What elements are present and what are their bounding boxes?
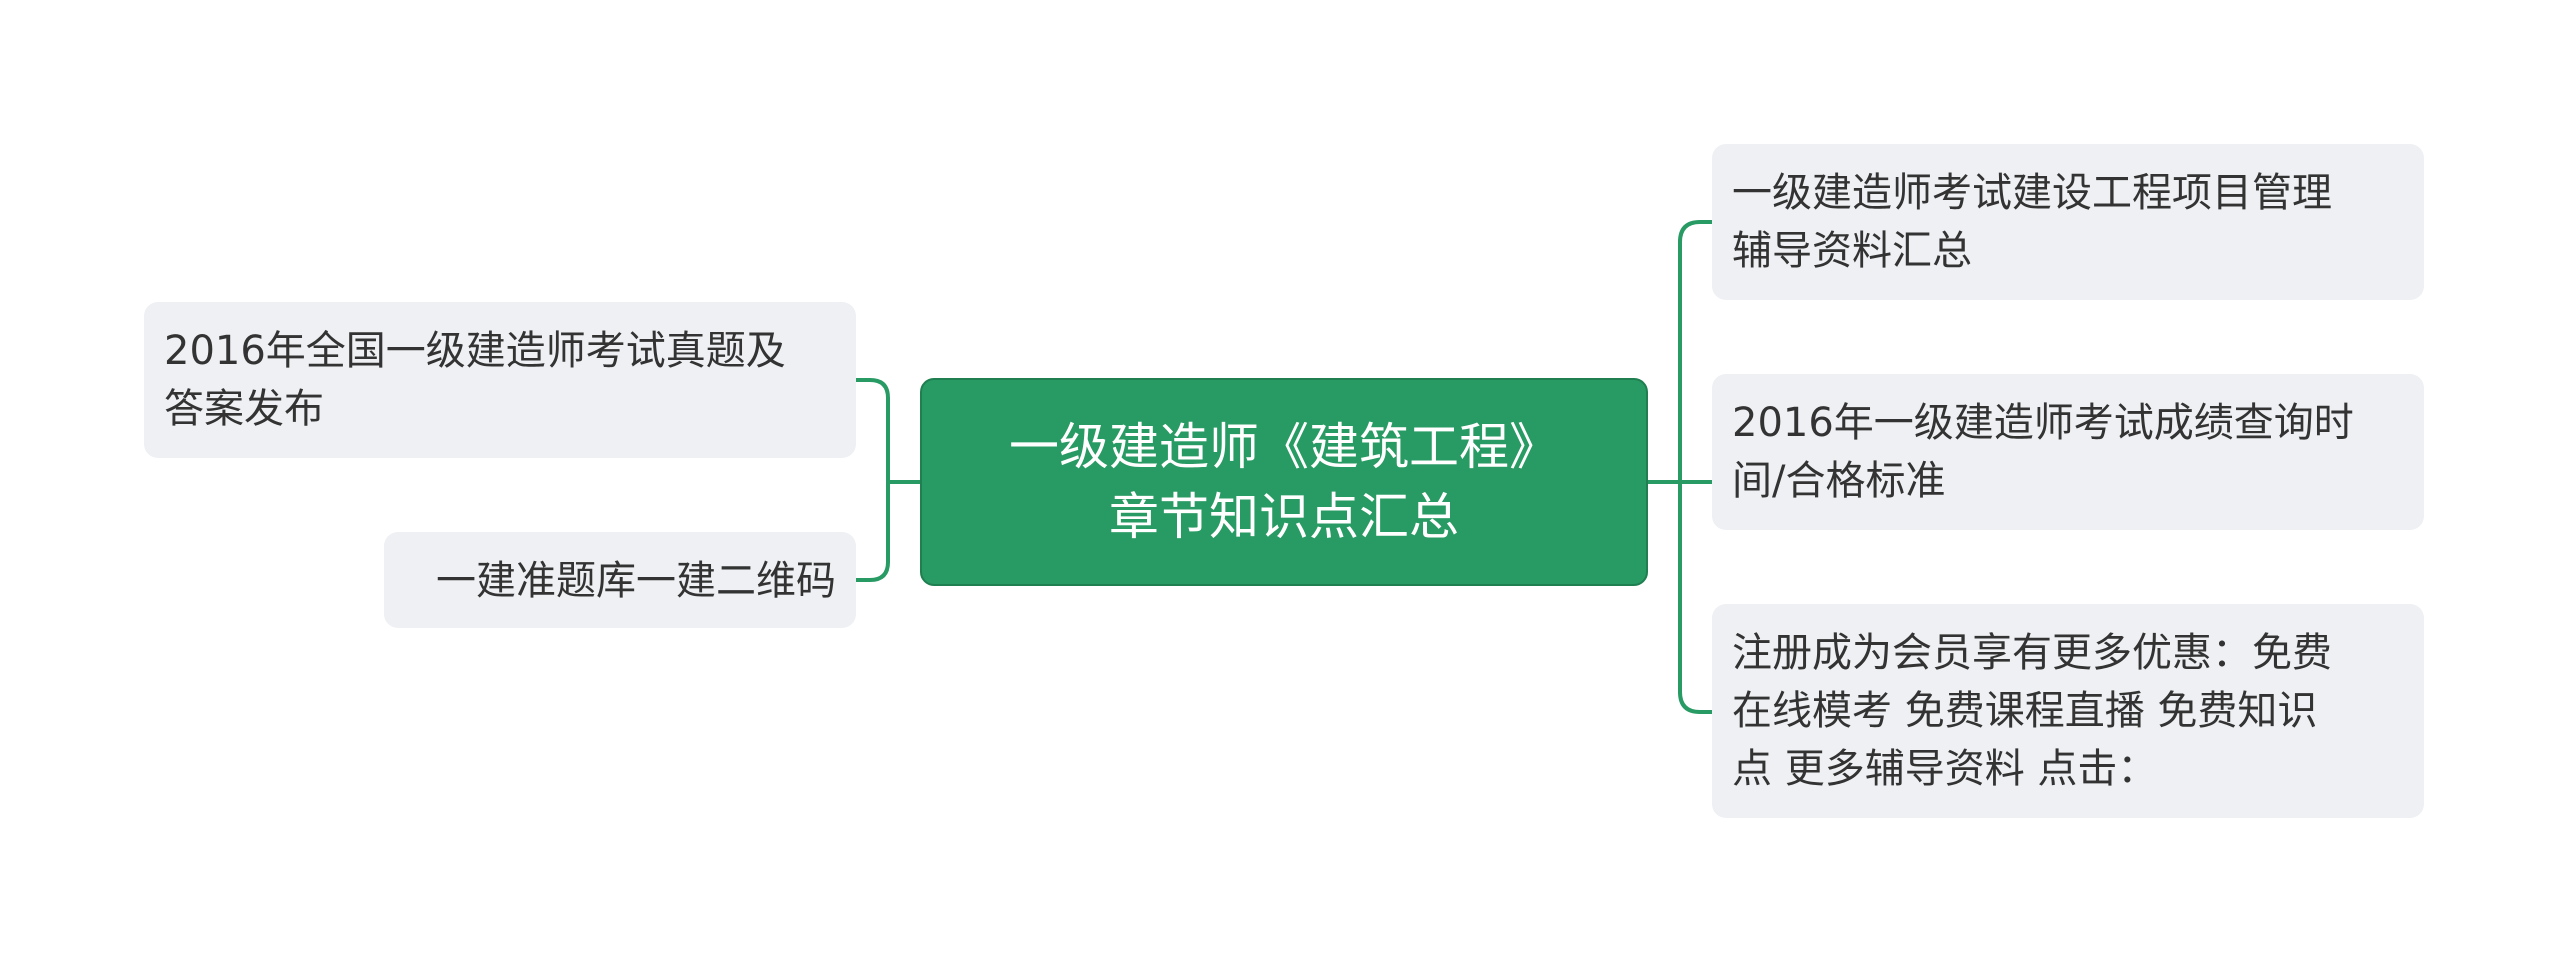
left-topic-2-line-1: 一建准题库一建二维码 bbox=[436, 558, 836, 604]
connector-right-1 bbox=[1678, 220, 1714, 484]
central-topic[interactable]: 一级建造师《建筑工程》 章节知识点汇总 bbox=[920, 378, 1648, 586]
left-topic-2[interactable]: 一建准题库一建二维码 bbox=[384, 532, 856, 628]
connector-right-3 bbox=[1678, 480, 1714, 714]
right-topic-1[interactable]: 一级建造师考试建设工程项目管理 辅导资料汇总 bbox=[1712, 144, 2424, 300]
central-topic-line-1: 一级建造师《建筑工程》 bbox=[1009, 418, 1559, 476]
right-topic-3-line-2: 在线模考 免费课程直播 免费知识 bbox=[1732, 688, 2318, 734]
right-topic-2-line-2: 间/合格标准 bbox=[1732, 458, 1946, 504]
central-topic-line-2: 章节知识点汇总 bbox=[1109, 488, 1459, 546]
right-topic-2[interactable]: 2016年一级建造师考试成绩查询时 间/合格标准 bbox=[1712, 374, 2424, 530]
right-topic-3-line-3: 点 更多辅导资料 点击： bbox=[1732, 746, 2158, 792]
left-topic-1-line-2: 答案发布 bbox=[164, 386, 324, 432]
left-topic-1-line-1: 2016年全国一级建造师考试真题及 bbox=[164, 328, 786, 374]
right-topic-2-line-1: 2016年一级建造师考试成绩查询时 bbox=[1732, 400, 2354, 446]
right-topic-3[interactable]: 注册成为会员享有更多优惠：免费 在线模考 免费课程直播 免费知识 点 更多辅导资… bbox=[1712, 604, 2424, 818]
right-topic-1-line-2: 辅导资料汇总 bbox=[1732, 228, 1972, 274]
left-topic-1[interactable]: 2016年全国一级建造师考试真题及 答案发布 bbox=[144, 302, 856, 458]
right-topic-1-line-1: 一级建造师考试建设工程项目管理 bbox=[1732, 170, 2332, 216]
right-topic-3-line-1: 注册成为会员享有更多优惠：免费 bbox=[1732, 630, 2332, 676]
connector-left-1 bbox=[854, 378, 890, 484]
connector-left-2 bbox=[854, 480, 890, 582]
